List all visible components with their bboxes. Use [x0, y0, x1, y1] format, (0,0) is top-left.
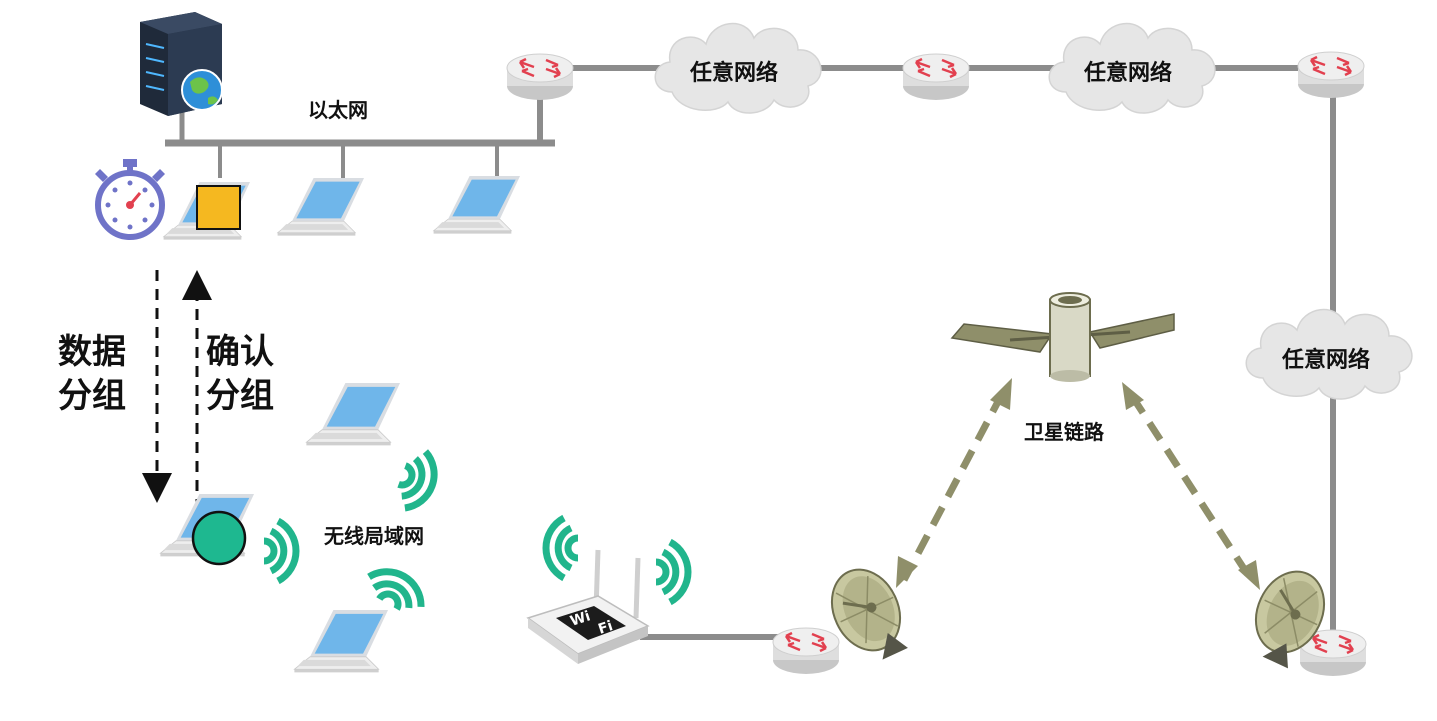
wifi-logo-text-2: Fi — [596, 618, 615, 638]
arrow-head-icon — [990, 378, 1012, 410]
router-icon — [771, 626, 841, 676]
router-icon — [505, 52, 575, 102]
data-packet-label-line-1: 数据 — [58, 332, 126, 372]
wifi-router-icon: Wi Fi — [526, 549, 650, 664]
satellite-link-label: 卫星链路 — [1024, 420, 1104, 444]
links — [165, 65, 1336, 640]
router-icon — [1296, 50, 1366, 100]
laptop-icon — [306, 382, 401, 446]
arrow-head-icon — [1122, 382, 1144, 410]
wireless-wave-icon — [656, 542, 688, 602]
ack-packet-label: 确认 分组 — [206, 330, 296, 418]
cloud-label-3: 任意网络 — [1282, 348, 1371, 373]
data-packet-label-line-2: 分组 — [58, 376, 126, 416]
ack-packet-label-line-1: 确认 — [206, 332, 274, 372]
wireless-wave-icon — [546, 518, 578, 578]
data-packet-square — [196, 185, 241, 230]
satellite-link-arrows — [896, 378, 1260, 590]
router-icon — [901, 52, 971, 102]
arrow-head-icon — [1238, 560, 1260, 590]
laptop-icon — [433, 175, 521, 234]
cloud-label-2: 任意网络 — [1084, 61, 1173, 86]
wireless-wave-icon — [392, 447, 443, 514]
server-icon — [140, 12, 223, 116]
wifi-logo-text-1: Wi — [568, 608, 592, 629]
ack-packet-label-line-2: 分组 — [206, 376, 274, 416]
data-packet-label: 数据 分组 — [58, 330, 148, 418]
cloud-label-1: 任意网络 — [690, 61, 779, 86]
laptop-icon — [294, 609, 389, 673]
laptop-icon — [277, 177, 365, 236]
ack-packet-circle — [191, 510, 247, 566]
wireless-wave-icon — [264, 521, 296, 581]
ethernet-label: 以太网 — [308, 98, 368, 122]
arrow-head-icon — [896, 556, 918, 588]
satellite-icon — [950, 292, 1175, 382]
wireless-lan-label: 无线局域网 — [324, 524, 424, 548]
stopwatch-icon — [95, 159, 165, 240]
